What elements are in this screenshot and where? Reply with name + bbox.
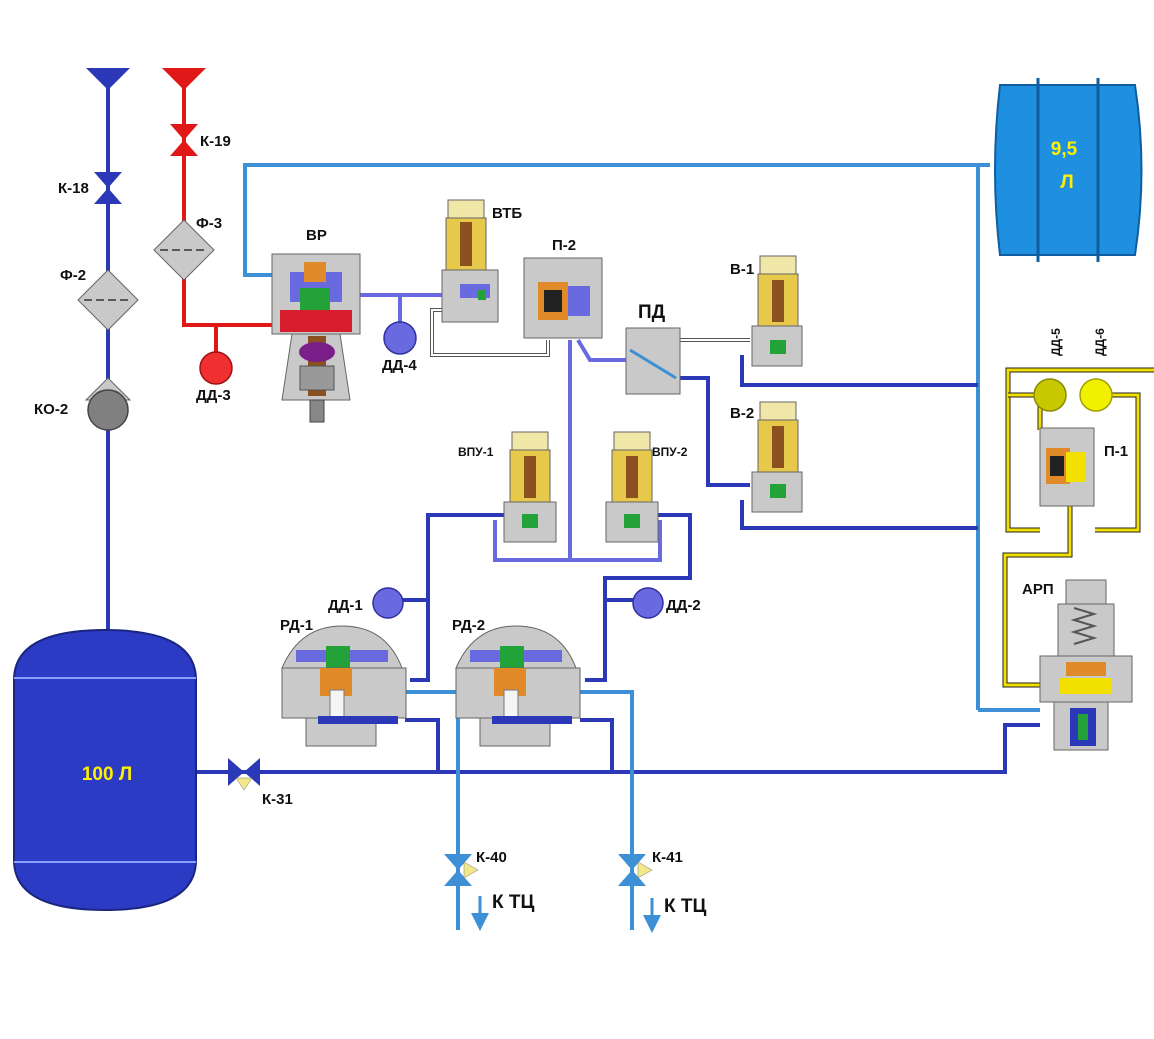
pressure-switch-p1 [1039,427,1095,507]
filter-f3-icon [153,219,215,281]
main-reservoir: 100 Л [13,628,197,912]
vr-label: ВР [306,227,327,244]
aux-reservoir: 9,5 Л [994,78,1143,262]
regulator-arp [1039,579,1133,751]
valve-k18[interactable] [94,172,122,204]
v1-label: В-1 [730,261,754,278]
outlet-right-label: К ТЦ [664,896,706,917]
sensor-dd1-label: ДД-1 [328,597,363,614]
pd-label: ПД [638,302,666,323]
pressure-sensor-pd [625,327,681,395]
solenoid-vpu1 [503,431,557,543]
sensor-dd3-icon [199,351,233,385]
valve-k40[interactable] [444,854,479,886]
rd2-label: РД-2 [452,617,485,634]
pressure-relay-rd1 [281,625,407,747]
line-to-aux-tank [243,163,990,277]
pipelines [106,85,1154,930]
valve-k18-label: К-18 [58,180,89,197]
sensor-dd6-label: ДД-6 [1093,328,1107,356]
main-line-bottom [196,723,1040,774]
red-supply-arrow-icon [162,68,206,90]
p2-label: П-2 [552,237,576,254]
vtb-label: ВТБ [492,205,522,222]
vpu1-label: ВПУ-1 [458,445,494,459]
solenoid-v2 [751,401,803,513]
solenoid-vtb [441,199,499,323]
check-valve-ko2-icon [84,377,132,431]
valve-k31[interactable] [228,758,260,791]
aux-reservoir-label-2: Л [1060,172,1073,193]
valve-k19-label: К-19 [200,133,231,150]
sensor-dd4-label: ДД-4 [382,357,417,374]
sensor-dd2-icon [632,587,664,619]
sensor-dd5-label: ДД-5 [1049,328,1063,356]
pressure-relay-rd2 [455,625,581,747]
pressure-switch-p2 [523,257,603,339]
sensor-dd6-icon [1079,378,1113,412]
solenoid-v1 [751,255,803,367]
filter-f2-label: Ф-2 [60,267,86,284]
main-reservoir-label: 100 Л [82,764,132,785]
sensor-dd2-label: ДД-2 [666,597,701,614]
valve-k40-label: К-40 [476,849,507,866]
v2-label: В-2 [730,405,754,422]
sensor-dd1-icon [372,587,404,619]
outlet-left-label: К ТЦ [492,892,534,913]
p1-label: П-1 [1104,443,1128,460]
supply-line-red [182,85,300,327]
vpu2-label: ВПУ-2 [652,445,688,459]
air-distributor-vr [271,253,361,423]
filter-f3-label: Ф-3 [196,215,222,232]
valve-k31-label: К-31 [262,791,293,808]
arp-label: АРП [1022,581,1054,598]
filter-f2-icon [77,269,139,331]
valve-k41-label: К-41 [652,849,683,866]
valve-k19[interactable] [170,124,198,156]
aux-reservoir-label-1: 9,5 [1051,139,1078,160]
solenoid-vpu2 [605,431,659,543]
blue-supply-arrow-icon [86,68,130,90]
check-valve-ko2-label: КО-2 [34,401,68,418]
rd1-label: РД-1 [280,617,313,634]
valve-k41[interactable] [618,854,653,886]
sensor-dd3-label: ДД-3 [196,387,231,404]
sensor-dd5-icon [1033,378,1067,412]
sensor-dd4-icon [383,321,417,355]
